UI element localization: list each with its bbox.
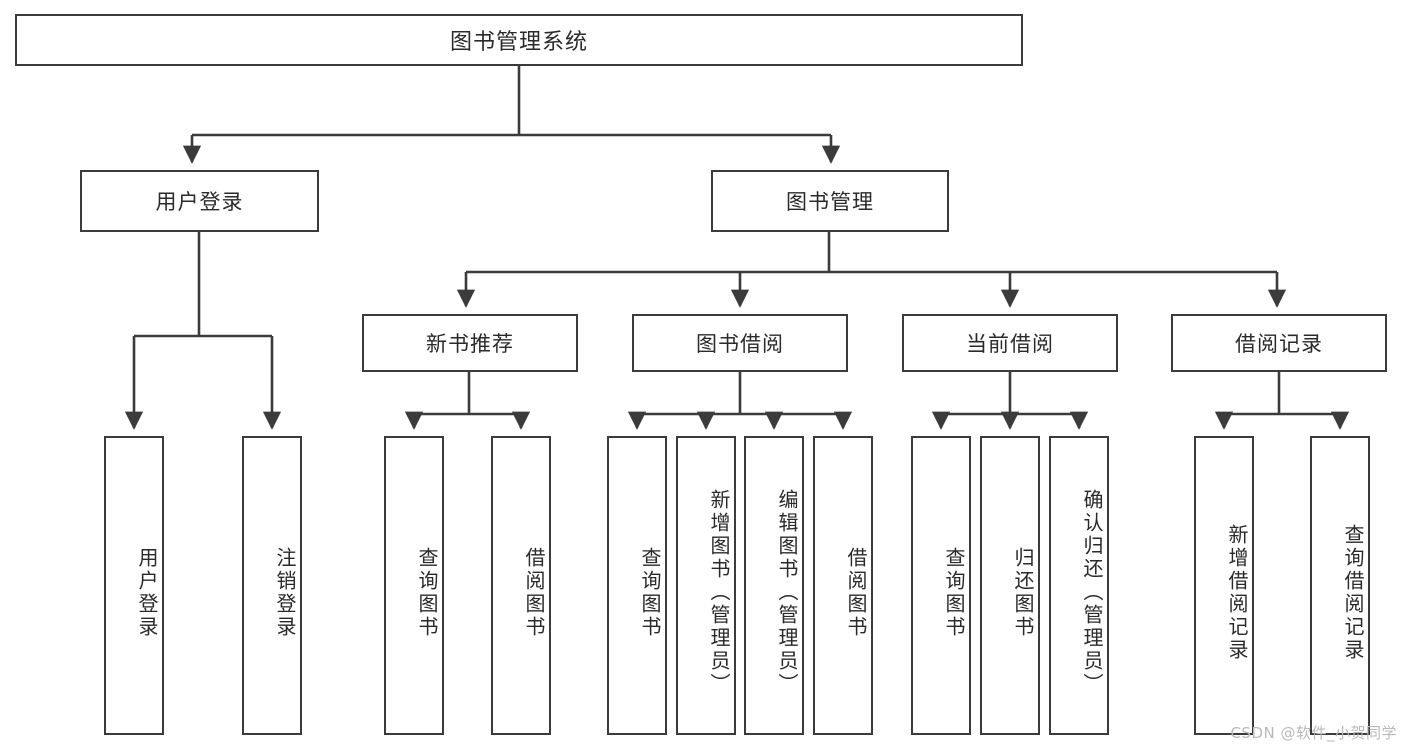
leaf-borrow-query-book[interactable]: 查询图书 xyxy=(607,436,667,735)
node-book-borrow[interactable]: 图书借阅 xyxy=(632,314,848,372)
leaf-current-query-book[interactable]: 查询图书 xyxy=(911,436,971,735)
leaf-user-login-logout[interactable]: 注销登录 xyxy=(242,436,302,735)
leaf-current-confirm-return-admin[interactable]: 确认归还（管理员） xyxy=(1049,436,1109,735)
node-current-borrow[interactable]: 当前借阅 xyxy=(902,314,1118,372)
leaf-recommend-query-book[interactable]: 查询图书 xyxy=(384,436,444,735)
leaf-borrow-borrow-book[interactable]: 借阅图书 xyxy=(813,436,873,735)
node-borrow-record[interactable]: 借阅记录 xyxy=(1171,314,1387,372)
leaf-record-query-record[interactable]: 查询借阅记录 xyxy=(1310,436,1370,735)
leaf-recommend-borrow-book[interactable]: 借阅图书 xyxy=(491,436,551,735)
leaf-user-login-login[interactable]: 用户登录 xyxy=(104,436,164,735)
leaf-borrow-edit-book-admin[interactable]: 编辑图书（管理员） xyxy=(744,436,804,735)
leaf-borrow-add-book-admin[interactable]: 新增图书（管理员） xyxy=(676,436,736,735)
watermark-text: CSDN @软件_小贺同学 xyxy=(1230,724,1397,742)
leaf-record-add-record[interactable]: 新增借阅记录 xyxy=(1194,436,1254,735)
node-user-login[interactable]: 用户登录 xyxy=(80,170,319,232)
node-root[interactable]: 图书管理系统 xyxy=(15,14,1023,66)
leaf-current-return-book[interactable]: 归还图书 xyxy=(980,436,1040,735)
node-book-management[interactable]: 图书管理 xyxy=(711,170,949,232)
node-new-book-recommend[interactable]: 新书推荐 xyxy=(362,314,578,372)
